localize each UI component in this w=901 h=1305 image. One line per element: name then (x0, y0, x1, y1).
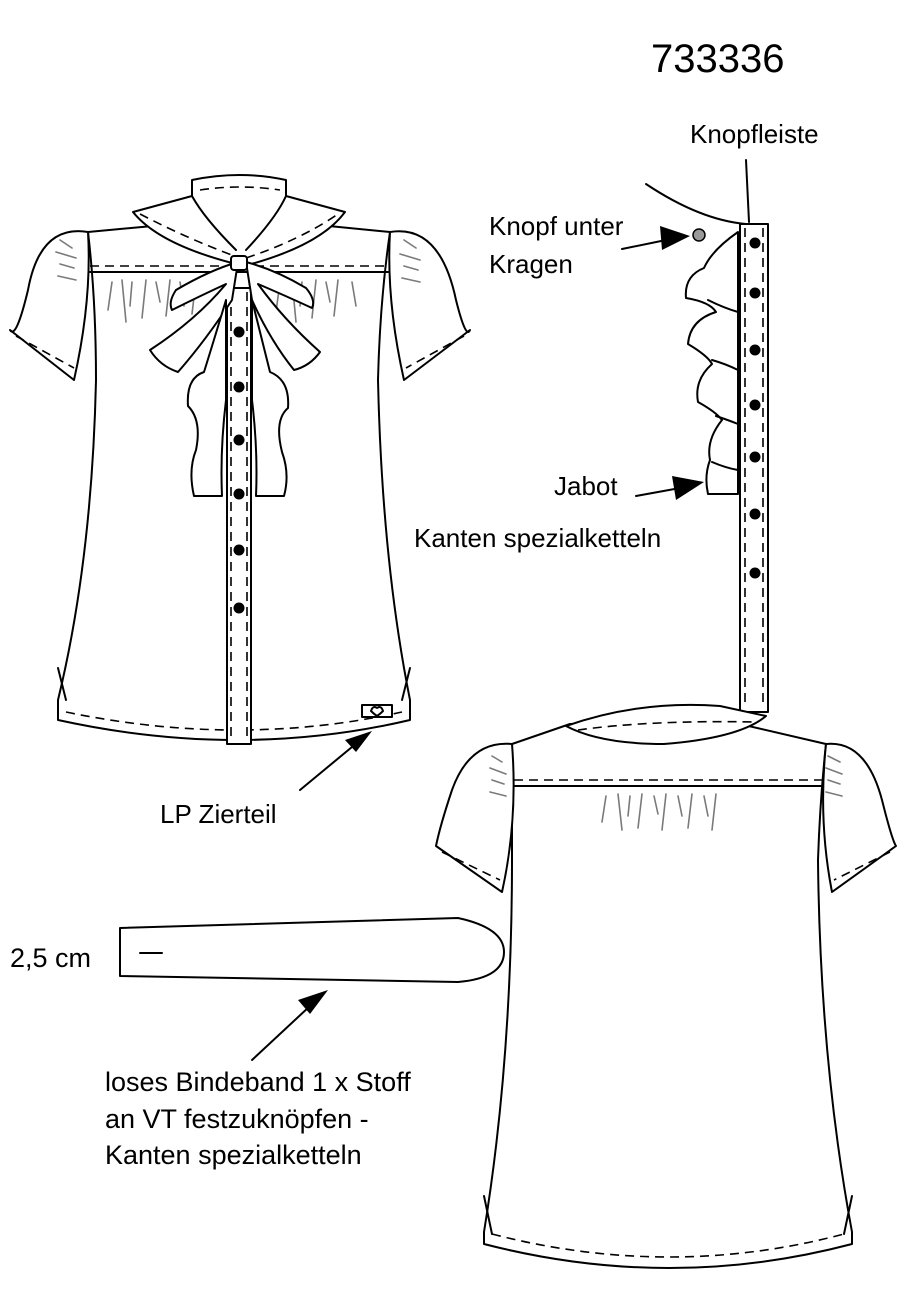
detail-jabot (684, 231, 739, 495)
label-tie-width: 2,5 cm (10, 943, 92, 973)
back-body (483, 723, 853, 1269)
detail-buttons (749, 237, 761, 579)
detail-view (645, 159, 769, 713)
bindeband (119, 917, 505, 983)
front-view (9, 174, 471, 745)
button-under-collar (692, 228, 706, 242)
knopf-unter-kragen-arrow (621, 226, 690, 250)
front-right-sleeve (388, 230, 471, 381)
lp-zierteil-arrow (299, 731, 372, 791)
bindeband-arrow (251, 990, 328, 1061)
front-jabot-right (251, 299, 290, 497)
label-bindeband-line2: an VT festzuknöpfen - (105, 1104, 369, 1134)
jabot-arrow (635, 476, 704, 500)
label-bindeband-line3: Kanten spezialketteln (105, 1140, 362, 1170)
style-number: 733336 (651, 37, 785, 81)
back-left-sleeve (435, 742, 515, 893)
bindeband-shape (119, 917, 505, 983)
label-jabot: Jabot (554, 471, 618, 501)
front-left-sleeve (9, 230, 90, 381)
label-lp-zierteil: LP Zierteil (160, 799, 277, 829)
label-knopf-unter-kragen-line1: Knopf unter (489, 211, 624, 241)
label-kanten-spezialketteln: Kanten spezialketteln (414, 523, 662, 553)
label-knopf-unter-kragen-line2: Kragen (489, 249, 573, 279)
label-knopfleiste: Knopfleiste (690, 119, 819, 149)
front-collar (132, 174, 346, 267)
back-collar (565, 703, 767, 745)
front-bow (149, 261, 239, 373)
back-view (435, 703, 897, 1269)
label-bindeband-line1: loses Bindeband 1 x Stoff (105, 1067, 411, 1097)
back-right-sleeve (822, 742, 897, 893)
front-jabot-left (186, 299, 227, 497)
front-buttons (233, 326, 245, 614)
